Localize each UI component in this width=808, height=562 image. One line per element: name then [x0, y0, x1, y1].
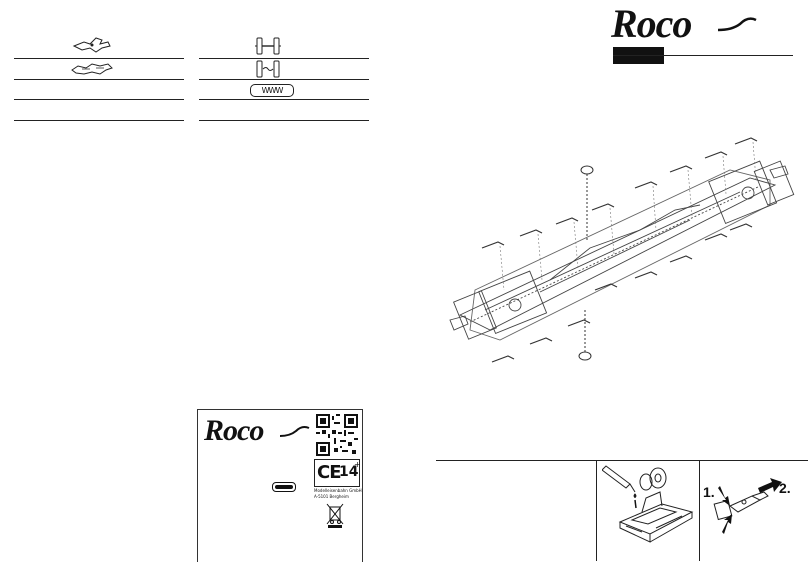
label-brand-swoosh-icon [280, 426, 310, 437]
company-address: A-5101 Bergheim [314, 494, 349, 499]
traction-tire-wheelset-icon [256, 60, 280, 78]
spring-coil-text: WWW [261, 86, 284, 95]
step-1-label: 1. [703, 484, 715, 500]
company-name: Modelleisenbahn GmbH [314, 488, 362, 493]
coupler-pocket-icon [71, 63, 113, 75]
exploded-chassis-drawing [449, 137, 795, 363]
lubrication-illustration [602, 465, 694, 543]
wheelset-icon [255, 37, 281, 55]
product-label: Roco CE 14 + Modelleisenbahn GmbH A-5101… [197, 409, 363, 562]
parts-row-divider [14, 79, 184, 80]
age-warning-suffix: + [354, 460, 361, 469]
parts-row-divider [14, 99, 184, 100]
parts-row-divider [199, 58, 369, 59]
brand-swoosh-icon [718, 17, 757, 32]
label-brand-text: Roco [204, 414, 264, 447]
brand-logo-text: Roco [611, 1, 692, 46]
header-rule [613, 55, 793, 56]
parts-row-divider [199, 99, 369, 100]
parts-row-divider [199, 120, 369, 121]
qr-code-icon [316, 414, 358, 456]
age-warning-number: 14 [339, 464, 359, 480]
instructions-divider-2 [699, 460, 700, 561]
ce-age-box: CE 14 + [314, 459, 361, 487]
weee-crossed-bin-icon [326, 503, 344, 528]
coupler-replacement-illustration [713, 478, 782, 534]
brand-logo: Roco [611, 1, 692, 46]
label-code-bar [272, 482, 296, 492]
label-brand-logo: Roco [204, 414, 264, 447]
step-2-label: 2. [779, 480, 791, 496]
parts-row-divider [14, 120, 184, 121]
instructions-top-rule [436, 460, 808, 461]
coupler-icon [72, 37, 111, 53]
parts-row-divider [199, 79, 369, 80]
ce-mark: CE [317, 462, 341, 483]
parts-row-divider [14, 58, 184, 59]
instructions-divider-1 [596, 460, 597, 561]
spring-icon: WWW [250, 84, 294, 97]
